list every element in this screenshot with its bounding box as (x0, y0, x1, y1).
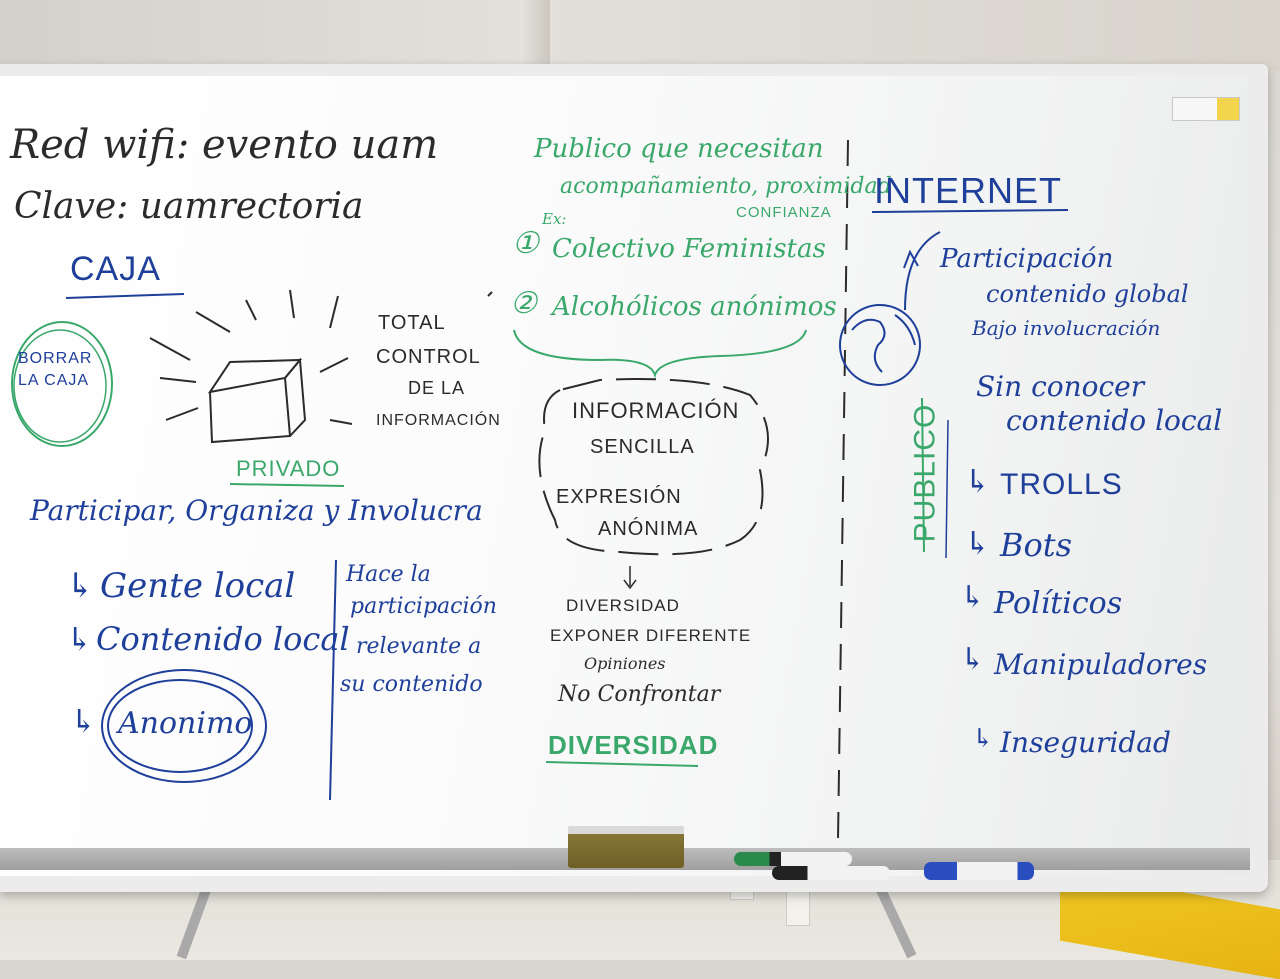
box-rays (149, 289, 493, 425)
wifi-network-text: Red wifi: evento uam (10, 122, 439, 168)
trolls-text: TROLLS (1000, 468, 1123, 501)
arrow-prefix: ↳ (972, 724, 994, 754)
diversidad-big: DIVERSIDAD (548, 730, 719, 760)
publico-line1: Publico que necesitan (534, 134, 824, 164)
arrow-prefix: ↳ (960, 642, 986, 677)
total-control-2: CONTROL (376, 346, 481, 368)
privado-label: PRIVADO (236, 456, 341, 481)
item1-text: Colectivo Feministas (552, 234, 826, 264)
exponer-text: EXPONER DIFERENTE (550, 626, 752, 645)
manipuladores-text: Manipuladores (994, 648, 1208, 681)
total-control-3: DE LA (408, 378, 466, 398)
hace-text-1: Hace la (346, 562, 431, 587)
total-control-4: INFORMACIÓN (376, 412, 501, 429)
wall-outlet (786, 890, 810, 926)
contenido-global-text: contenido global (986, 280, 1189, 308)
wall-corner (520, 0, 550, 70)
diversidad-small: DIVERSIDAD (566, 596, 680, 615)
arrow-prefix: ↳ (964, 462, 991, 500)
blue-marker[interactable] (924, 862, 1034, 880)
informacion-line2: SENCILLA (590, 436, 695, 458)
hace-text-3: relevante a (356, 634, 482, 659)
borrar-caja-text: BORRAR LA CAJA (18, 350, 93, 389)
expresion-line2: ANÓNIMA (598, 518, 699, 540)
box-drawing (207, 357, 307, 444)
anonimo-text: Anonimo (118, 706, 253, 741)
black-marker[interactable] (772, 866, 890, 880)
wifi-password-text: Clave: uamrectoria (14, 186, 364, 227)
arrow-prefix: ↳ (964, 524, 991, 562)
confianza-label: CONFIANZA (736, 204, 832, 221)
contenido-local-text: Contenido local (96, 620, 350, 658)
participa-text: Participar, Organiza y Involucra (30, 494, 483, 527)
wall-background (0, 0, 1280, 70)
ex-label: Ex: (542, 210, 567, 228)
borrar-circle (11, 321, 113, 447)
publico-line2: acompañamiento, proximidad (560, 174, 892, 199)
arrow-prefix: ↳ (70, 702, 97, 740)
sin-conocer-text: Sin conocer (976, 370, 1145, 403)
informacion-line1: INFORMACIÓN (572, 398, 740, 423)
green-marker[interactable] (734, 852, 852, 866)
item2-text: Alcohólicos anónimos (552, 292, 837, 322)
item1-number: ① (512, 226, 539, 261)
brace (513, 329, 807, 379)
anonimo-circle (101, 669, 267, 783)
no-confrontar-text: No Confrontar (558, 682, 721, 707)
board-label-sticker (1172, 97, 1240, 121)
internet-title: INTERNET (874, 170, 1062, 211)
bots-text: Bots (1000, 526, 1073, 564)
expresion-line1: EXPRESIÓN (556, 486, 682, 508)
globe-icon (839, 304, 921, 386)
hace-text-2: participación (350, 594, 497, 619)
participacion-text: Participación (940, 244, 1114, 274)
caja-title: CAJA (70, 250, 161, 288)
arrow-prefix: ↳ (66, 566, 95, 606)
opiniones-text: Opiniones (584, 654, 666, 673)
inseguridad-text: Inseguridad (1000, 726, 1171, 759)
info-cloud (538, 378, 769, 556)
total-control-1: TOTAL (378, 312, 446, 334)
politicos-text: Políticos (994, 586, 1123, 621)
arrow-prefix: ↳ (960, 580, 986, 615)
item2-number: ② (510, 286, 537, 321)
contenido-local-right: contenido local (1006, 404, 1223, 437)
arrow-prefix: ↳ (66, 620, 93, 658)
gente-local-text: Gente local (100, 566, 296, 606)
publico-vertical: PUBLICO (908, 403, 942, 543)
eraser[interactable] (568, 826, 684, 868)
divider-dashed (837, 139, 849, 841)
bajo-text: Bajo involucración (972, 316, 1161, 340)
hace-text-4: su contenido (340, 672, 483, 697)
